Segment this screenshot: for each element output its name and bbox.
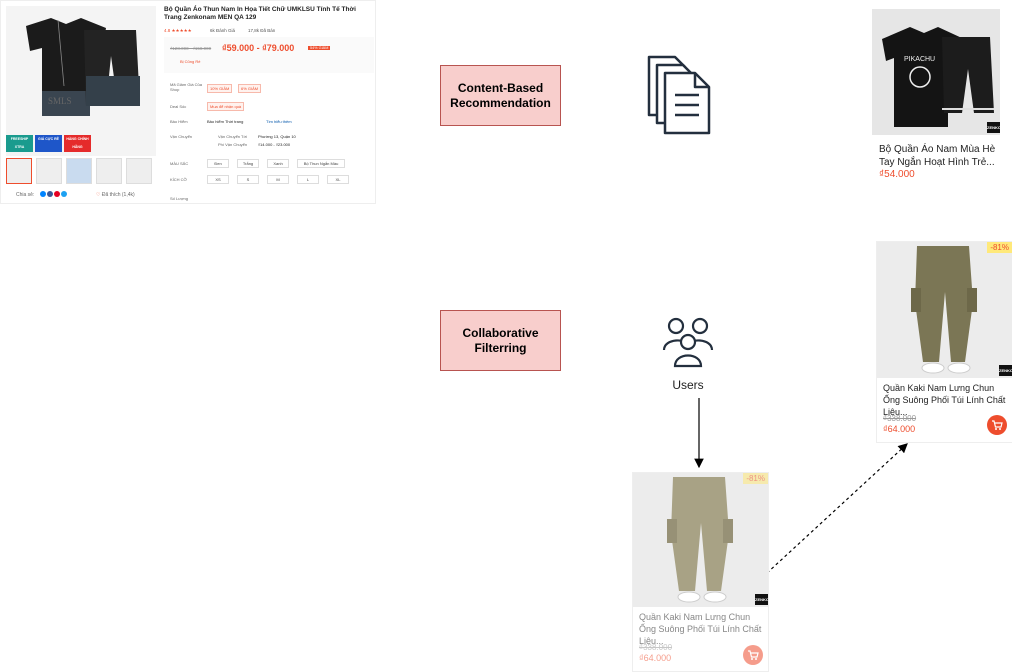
old-price: ₫128.000 - ₫158.000 [170, 46, 212, 51]
discount-badge: -81% [743, 473, 768, 484]
product-card-top[interactable]: PIKACHU ZENKO Bộ Quần Áo Nam Mùa Hè Tay … [872, 9, 1000, 189]
reviews-count: 6k Đánh Giá [210, 28, 236, 33]
product-image: ZENKO [633, 473, 768, 607]
old-price: ₫338.000 [883, 414, 917, 423]
product-name: Bộ Quần Áo Nam Mùa Hè Tay Ngắn Hoạt Hình… [879, 144, 996, 168]
banner-genuine: HÀNG CHÍNH HÃNG [64, 135, 91, 152]
thumbnail[interactable] [6, 158, 32, 184]
collaborative-box: Collaborative Filterring [440, 310, 561, 371]
product-card-bottom[interactable]: ZENKO -81% Quần Kaki Nam Lưng Chun Ống S… [632, 472, 769, 672]
product-title: Bộ Quần Áo Thun Nam In Họa Tiết Chữ UMKL… [164, 6, 356, 21]
quantity-label: Số Lượng [170, 196, 188, 201]
thumbnail[interactable] [96, 158, 122, 184]
ship-note: Bị Cũng Rẻ [180, 59, 201, 64]
insurance-value: Bảo hiểm Thời trang [207, 119, 244, 124]
deal-label: Deal Sốc [170, 104, 187, 109]
add-to-cart-button[interactable] [743, 645, 763, 665]
thumbnail[interactable] [126, 158, 152, 184]
color-option[interactable]: Đen [207, 159, 229, 168]
share-icons[interactable] [40, 191, 68, 198]
share-label: Chia sẻ: [16, 192, 35, 198]
product-name: Quần Kaki Nam Lưng Chun Ống Suông Phối T… [883, 383, 1006, 417]
size-option[interactable]: XL [327, 175, 349, 184]
content-based-label: Content-Based Recommendation [450, 80, 551, 110]
product-card-right[interactable]: ZENKO -81% Quần Kaki Nam Lưng Chun Ống S… [876, 241, 1012, 443]
voucher-tag[interactable]: 6% GIẢM [238, 84, 262, 93]
cart-icon [992, 420, 1003, 430]
banner-freeship: FREESHIP XTRA [6, 135, 33, 152]
collaborative-label: Collaborative Filterring [462, 325, 539, 355]
recommendation-dashed-arrow [766, 443, 908, 574]
size-option[interactable]: M [267, 175, 289, 184]
users-label: Users [672, 378, 704, 392]
users-icon [662, 316, 714, 368]
price-box: ₫128.000 - ₫158.000 ₫59.000 - ₫79.000 54… [164, 37, 374, 73]
shipping-place[interactable]: Phường 13, Quận 10 [258, 134, 296, 139]
color-label: MÀU SẮC [170, 161, 189, 166]
old-price: ₫338.000 [639, 643, 673, 652]
svg-text:PIKACHU: PIKACHU [904, 56, 935, 63]
color-option[interactable]: Xanh [267, 159, 289, 168]
brand-logo: ZENKO [999, 365, 1012, 376]
thumbnail[interactable] [36, 158, 62, 184]
product-main-image: SMLS [6, 6, 156, 156]
like-button[interactable]: ♡ Đã thích (1,4k) [96, 192, 135, 198]
sold-count: 17,8k Đã Bán [248, 28, 276, 33]
svg-text:SMLS: SMLS [48, 96, 72, 106]
brand-logo: ZENKO [987, 122, 1000, 133]
size-option[interactable]: XS [207, 175, 229, 184]
color-option[interactable]: Bộ Thun Ngắn Màu [297, 159, 345, 168]
size-option[interactable]: L [297, 175, 319, 184]
insurance-more-link[interactable]: Tìm hiểu thêm [266, 119, 292, 124]
product-image: PIKACHU ZENKO [872, 9, 1000, 135]
product-name: Quần Kaki Nam Lưng Chun Ống Suông Phối T… [639, 612, 762, 646]
brand-logo: ZENKO [755, 594, 768, 605]
discount-badge: -81% [987, 242, 1012, 253]
product-detail-page: SMLS FREESHIP XTRA GIÁ CỰC RẺ HÀNG CHÍNH… [0, 0, 376, 204]
product-price: ₫64.000 [883, 424, 916, 434]
product-price: ₫64.000 [639, 653, 672, 663]
shipping-fee-label: Phí Vận Chuyển [218, 142, 248, 147]
heart-icon: ♡ [96, 192, 101, 198]
content-based-box: Content-Based Recommendation [440, 65, 561, 126]
insurance-label: Bảo Hiểm [170, 119, 188, 124]
banner-cheap: GIÁ CỰC RẺ [35, 135, 62, 152]
size-label: KÍCH CỠ [170, 177, 187, 182]
voucher-tag[interactable]: 10% GIẢM [207, 84, 233, 93]
documents-icon [645, 55, 715, 137]
discount-badge: 54% GIẢM [308, 46, 331, 50]
voucher-label: Mã Giảm Giá Của Shop [170, 82, 203, 92]
rating: 4.8 ★★★★★ [164, 28, 192, 33]
shipping-to-label: Vận Chuyển Tới [218, 134, 248, 139]
color-option[interactable]: Trắng [237, 159, 259, 168]
thumbnail[interactable] [66, 158, 92, 184]
deal-tag[interactable]: Mua để nhận quà [207, 102, 245, 111]
shipping-label: Vận Chuyển [170, 134, 193, 139]
add-to-cart-button[interactable] [987, 415, 1007, 435]
product-price: ₫54.000 [879, 169, 915, 180]
product-image: ZENKO [877, 242, 1012, 378]
likes-count: Đã thích (1,4k) [101, 192, 135, 198]
cart-icon [748, 650, 759, 660]
size-option[interactable]: S [237, 175, 259, 184]
shipping-fee: ₫14.000 - ₫23.000 [258, 142, 291, 147]
price-range: ₫59.000 - ₫79.000 [222, 43, 295, 53]
